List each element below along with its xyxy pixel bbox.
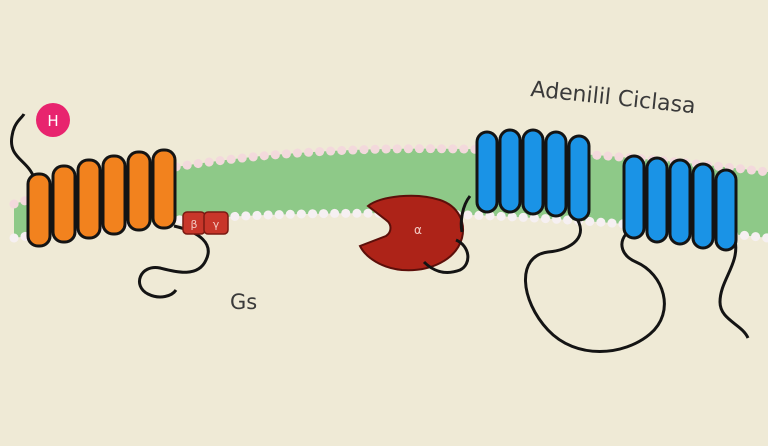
beta-subunit-label: β [190,218,197,231]
hormone-ligand: H [36,103,70,137]
gs-label: Gs [230,290,257,314]
alpha-subunit-label: α [414,223,422,237]
g-beta-gamma: β γ [183,212,228,234]
adenylyl-cyclase-domain-1 [477,130,589,220]
gamma-subunit-label: γ [213,218,220,231]
hormone-label: H [47,112,58,130]
